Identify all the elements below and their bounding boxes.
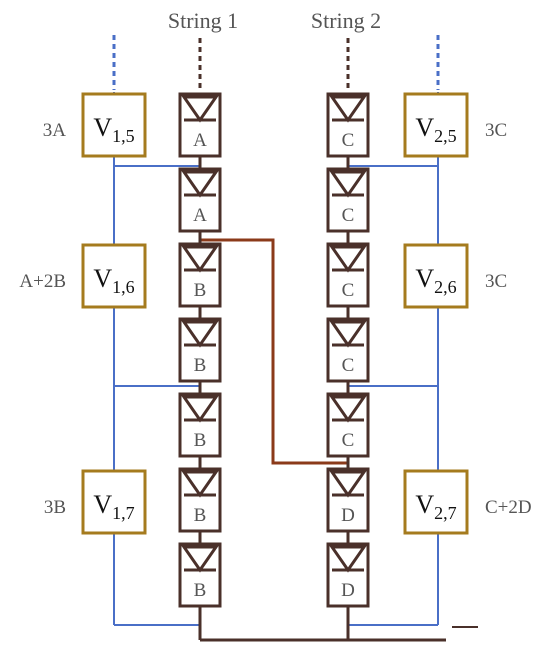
voltage-monitor: V1,7 3B bbox=[44, 469, 147, 535]
pv-cell: C bbox=[326, 317, 370, 383]
monitor-symbol: V2,6 bbox=[415, 264, 456, 297]
pv-cell-label: D bbox=[341, 580, 355, 601]
right-voltage-monitors: V2,5 3C V2,6 3C V2,7 C+2D bbox=[403, 92, 532, 535]
monitor-expression: 3A bbox=[43, 120, 67, 141]
string-1-title: String 1 bbox=[168, 8, 238, 33]
pv-cell-label: C bbox=[342, 430, 355, 451]
monitor-expression: 3C bbox=[485, 120, 507, 141]
pv-cell-label: A bbox=[193, 130, 207, 151]
monitor-symbol: V1,7 bbox=[93, 490, 134, 523]
left-voltage-monitors: V1,5 3A V1,6 A+2B V1,7 3B bbox=[19, 92, 147, 535]
monitor-symbol: V2,5 bbox=[415, 113, 456, 146]
pv-cell-label: B bbox=[194, 580, 207, 601]
pv-cell: C bbox=[326, 242, 370, 308]
pv-cell: B bbox=[178, 467, 222, 533]
monitor-expression: 3C bbox=[485, 271, 507, 292]
pv-cell: D bbox=[326, 467, 370, 533]
pv-cell: B bbox=[178, 242, 222, 308]
right-monitor-wiring bbox=[348, 92, 439, 626]
pv-cell: A bbox=[178, 92, 222, 158]
bottom-bus bbox=[198, 607, 478, 642]
voltage-monitor: V1,5 3A bbox=[43, 92, 147, 158]
voltage-monitor: V2,6 3C bbox=[403, 243, 507, 309]
pv-cell: C bbox=[326, 392, 370, 458]
pv-cell-label: C bbox=[342, 205, 355, 226]
monitor-expression: C+2D bbox=[485, 497, 532, 518]
pv-cell-label: B bbox=[194, 355, 207, 376]
string-2-cells: C C C C C D D bbox=[326, 92, 370, 608]
string-1-cells: A A B B B B B bbox=[178, 92, 222, 608]
voltage-monitor: V1,6 A+2B bbox=[19, 243, 147, 309]
monitor-symbol: V2,7 bbox=[415, 490, 456, 523]
pv-cell: B bbox=[178, 317, 222, 383]
voltage-monitor: V2,7 C+2D bbox=[403, 469, 532, 535]
pv-cell-label: C bbox=[342, 130, 355, 151]
pv-cell-label: B bbox=[194, 430, 207, 451]
pv-cell-label: D bbox=[341, 505, 355, 526]
pv-cell: A bbox=[178, 167, 222, 233]
monitor-symbol: V1,5 bbox=[93, 113, 134, 146]
pv-cell-label: B bbox=[194, 280, 207, 301]
monitor-expression: A+2B bbox=[19, 271, 66, 292]
pv-cell-label: C bbox=[342, 280, 355, 301]
monitor-symbol: V1,6 bbox=[93, 264, 134, 297]
pv-cell-label: B bbox=[194, 505, 207, 526]
monitor-expression: 3B bbox=[44, 497, 66, 518]
pv-cell: D bbox=[326, 542, 370, 608]
string-2-title: String 2 bbox=[311, 8, 381, 33]
pv-cell-label: C bbox=[342, 355, 355, 376]
pv-cell-label: A bbox=[193, 205, 207, 226]
pv-cell: B bbox=[178, 542, 222, 608]
pv-cell: C bbox=[326, 167, 370, 233]
voltage-monitor: V2,5 3C bbox=[403, 92, 507, 158]
left-monitor-wiring bbox=[113, 92, 200, 626]
pv-cell: B bbox=[178, 392, 222, 458]
cross-tie-wire bbox=[200, 238, 348, 465]
pv-cell: C bbox=[326, 92, 370, 158]
